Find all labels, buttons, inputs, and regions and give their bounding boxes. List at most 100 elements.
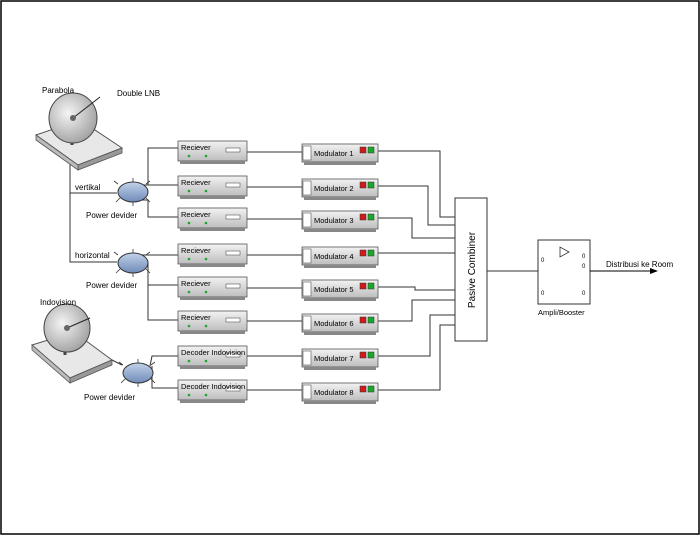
amplifier-triangle-icon	[559, 246, 570, 258]
receiver-label: Reciever	[181, 313, 211, 322]
modulator-port-icon	[302, 248, 312, 264]
modulator-4: Modulator 4	[301, 246, 379, 268]
receiver-label: Reciever	[181, 143, 211, 152]
receiver-led-icon	[204, 189, 208, 193]
receiver-led-icon	[187, 154, 191, 158]
power-divider-2-label: Power devider	[86, 281, 137, 290]
receiver-slot-icon	[225, 182, 241, 188]
modulator-port-icon	[302, 180, 312, 196]
indovision-label: Indovision	[40, 298, 76, 307]
modulator-7: Modulator 7	[301, 348, 379, 370]
modulator-3: Modulator 3	[301, 210, 379, 232]
double-lnb-label: Double LNB	[117, 89, 160, 98]
amp-port-right-top-2: 0	[582, 264, 586, 270]
receiver-led-icon	[187, 359, 191, 363]
modulator-green-led-icon	[367, 181, 375, 189]
receiver-slot-icon	[225, 317, 241, 323]
modulator-red-led-icon	[359, 282, 367, 290]
vertikal-label: vertikal	[75, 183, 101, 192]
receiver-label: Reciever	[181, 246, 211, 255]
power-divider-1-label: Power devider	[86, 211, 137, 220]
receiver-6: Reciever	[177, 310, 248, 334]
modulator-red-led-icon	[359, 213, 367, 221]
receiver-slot-icon	[225, 250, 241, 256]
receiver-led-icon	[187, 290, 191, 294]
amp-port-right-top-1: 0	[582, 254, 586, 260]
receiver-4: Reciever	[177, 243, 248, 267]
amplifier-label: Ampli/Booster	[538, 308, 585, 317]
receiver-5: Reciever	[177, 276, 248, 300]
modulator-green-led-icon	[367, 316, 375, 324]
receiver-label: Decoder Indovision	[181, 348, 245, 357]
indovision-dish-icon	[30, 303, 113, 384]
receiver-label: Reciever	[181, 178, 211, 187]
modulator-port-icon	[302, 281, 312, 297]
modulator-green-led-icon	[367, 146, 375, 154]
power-divider-2-icon	[113, 249, 151, 277]
receiver-label: Reciever	[181, 210, 211, 219]
receiver-1: Reciever	[177, 140, 248, 164]
power-divider-3-label: Power devider	[84, 393, 135, 402]
modulator-label: Modulator 2	[314, 184, 354, 193]
modulator-red-led-icon	[359, 316, 367, 324]
receiver-label: Reciever	[181, 279, 211, 288]
modulator-green-led-icon	[367, 249, 375, 257]
receiver-led-icon	[187, 189, 191, 193]
receiver-led-icon	[204, 257, 208, 261]
receiver-slot-icon	[225, 214, 241, 220]
output-label: Distribusi ke Room	[606, 260, 673, 269]
power-divider-1-icon	[113, 178, 151, 206]
modulator-port-icon	[302, 350, 312, 366]
modulator-label: Modulator 5	[314, 285, 354, 294]
receiver-slot-icon	[225, 147, 241, 153]
modulator-green-led-icon	[367, 282, 375, 290]
receiver-led-icon	[187, 257, 191, 261]
connection-lines	[69, 125, 538, 391]
receiver-led-icon	[187, 393, 191, 397]
modulator-green-led-icon	[367, 213, 375, 221]
output-arrow	[590, 268, 658, 274]
modulator-label: Modulator 6	[314, 319, 354, 328]
modulator-port-icon	[302, 384, 312, 400]
modulator-label: Modulator 3	[314, 216, 354, 225]
receiver-2: Reciever	[177, 175, 248, 199]
passive-combiner: Pasive Combiner	[454, 197, 488, 342]
modulator-label: Modulator 8	[314, 388, 354, 397]
modulator-column: Modulator 1 Modulator 2 Modulator 3 Modulat…	[301, 143, 379, 404]
modulator-2: Modulator 2	[301, 178, 379, 200]
modulator-port-icon	[302, 145, 312, 161]
modulator-5: Modulator 5	[301, 279, 379, 301]
modulator-1: Modulator 1	[301, 143, 379, 165]
power-divider-3-icon	[118, 359, 156, 387]
parabola-dish-icon	[34, 92, 124, 171]
receiver-slot-icon	[225, 352, 241, 358]
modulator-green-led-icon	[367, 385, 375, 393]
receiver-label: Decoder Indovision	[181, 382, 245, 391]
receiver-slot-icon	[225, 386, 241, 392]
parabola-label: Parabola	[42, 86, 75, 95]
amp-port-left-bottom: 0	[541, 291, 545, 297]
modulator-green-led-icon	[367, 351, 375, 359]
modulator-red-led-icon	[359, 146, 367, 154]
receiver-8: Decoder Indovision	[177, 379, 248, 403]
modulator-label: Modulator 1	[314, 149, 354, 158]
modulator-red-led-icon	[359, 181, 367, 189]
amplifier-booster: 0 0 0 0 0	[537, 239, 591, 305]
modulator-6: Modulator 6	[301, 313, 379, 335]
receiver-3: Reciever	[177, 207, 248, 231]
modulator-8: Modulator 8	[301, 382, 379, 404]
receiver-led-icon	[204, 393, 208, 397]
receiver-led-icon	[204, 221, 208, 225]
receiver-7: Decoder Indovision	[177, 345, 248, 369]
modulator-red-led-icon	[359, 249, 367, 257]
receiver-led-icon	[204, 324, 208, 328]
modulator-port-icon	[302, 315, 312, 331]
modulator-port-icon	[302, 212, 312, 228]
modulator-red-led-icon	[359, 351, 367, 359]
receiver-led-icon	[204, 290, 208, 294]
horizontal-label: horizontal	[75, 251, 110, 260]
modulator-label: Modulator 7	[314, 354, 354, 363]
amp-port-right-bottom: 0	[582, 291, 586, 297]
